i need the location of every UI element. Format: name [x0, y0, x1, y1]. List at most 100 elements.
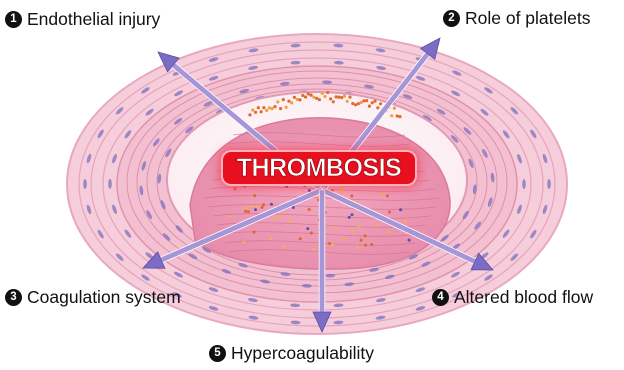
blood-cell [343, 95, 346, 98]
blood-cell [262, 106, 265, 109]
blood-cell [229, 215, 232, 218]
blood-cell [255, 205, 258, 208]
blood-cell [375, 223, 378, 226]
blood-cell [242, 241, 245, 244]
blood-cell [335, 95, 338, 98]
blood-cell [257, 106, 260, 109]
blood-cell [265, 109, 268, 112]
factor-hypercoagulability: 5 Hypercoagulability [209, 345, 374, 363]
blood-cell [299, 237, 302, 240]
blood-cell [272, 217, 275, 220]
blood-cell [268, 106, 271, 109]
blood-cell [262, 203, 265, 206]
blood-cell [362, 99, 365, 102]
blood-cell [273, 105, 276, 108]
blood-cell [260, 110, 263, 113]
blood-cell [386, 194, 389, 197]
factor-label: Endothelial injury [27, 11, 160, 29]
blood-cell [244, 210, 247, 213]
blood-cell [303, 184, 306, 187]
thrombosis-title: THROMBOSIS [223, 152, 415, 184]
arrow-shaft [319, 190, 325, 312]
blood-cell [339, 188, 342, 191]
blood-cell [306, 227, 309, 230]
blood-cell [285, 185, 288, 188]
blood-cell [307, 92, 310, 95]
blood-cell [331, 243, 334, 246]
blood-cell [301, 94, 304, 97]
blood-cell [308, 208, 311, 211]
blood-cell [332, 100, 335, 103]
blood-cell [279, 215, 282, 218]
blood-cell [348, 96, 351, 99]
blood-cell [390, 114, 393, 117]
factor-label: Altered blood flow [454, 289, 593, 307]
blood-cell [360, 239, 363, 242]
blood-cell [304, 95, 307, 98]
blood-cell [356, 246, 359, 249]
cell-nucleus [547, 179, 551, 189]
blood-cell [393, 107, 396, 110]
blood-cell [334, 227, 337, 230]
blood-cell [276, 100, 279, 103]
blood-cell [321, 92, 324, 95]
blood-cell [293, 96, 296, 99]
blood-cell [343, 237, 346, 240]
blood-cell [379, 102, 382, 105]
blood-cell [373, 100, 376, 103]
factor-label: Coagulation system [27, 289, 181, 307]
blood-cell [245, 206, 248, 209]
cell-nucleus [83, 179, 87, 189]
blood-cell [315, 97, 318, 100]
number-badge-1: 1 [5, 11, 22, 28]
blood-cell [376, 106, 379, 109]
blood-cell [337, 96, 340, 99]
factor-endothelial-injury: 1 Endothelial injury [5, 11, 160, 29]
blood-cell [323, 95, 326, 98]
blood-cell [346, 100, 349, 103]
blood-cell [254, 111, 257, 114]
blood-cell [289, 220, 292, 223]
blood-cell [287, 100, 290, 103]
blood-cell [270, 238, 273, 241]
cell-nucleus [108, 179, 112, 189]
blood-cell [351, 230, 354, 233]
blood-cell [253, 231, 256, 234]
blood-cell [312, 96, 315, 99]
blood-cell [251, 205, 254, 208]
blood-cell [365, 99, 368, 102]
blood-cell [296, 98, 299, 101]
factor-coagulation-system: 3 Coagulation system [5, 289, 181, 307]
blood-cell [234, 187, 237, 190]
blood-cell [398, 115, 401, 118]
cell-nucleus [522, 179, 526, 189]
blood-cell [348, 216, 351, 219]
number-badge-4: 4 [432, 289, 449, 306]
blood-cell [404, 220, 407, 223]
blood-cell [271, 107, 274, 110]
blood-cell [247, 210, 250, 213]
blood-cell [328, 242, 331, 245]
blood-cell [282, 245, 285, 248]
blood-cell [253, 194, 256, 197]
blood-cell [396, 114, 399, 117]
blood-cell [388, 211, 391, 214]
blood-cell [387, 230, 390, 233]
blood-cell [298, 98, 301, 101]
blood-cell [358, 225, 361, 228]
number-badge-3: 3 [5, 289, 22, 306]
factor-label: Role of platelets [465, 10, 591, 28]
blood-cell [261, 206, 264, 209]
blood-cell [370, 243, 373, 246]
blood-cell [364, 234, 367, 237]
blood-cell [329, 97, 332, 100]
blood-cell [318, 98, 321, 101]
blood-cell [254, 208, 257, 211]
factor-altered-blood-flow: 4 Altered blood flow [432, 289, 593, 307]
blood-cell [290, 101, 293, 104]
blood-cell [313, 248, 316, 251]
blood-cell [364, 244, 367, 247]
blood-cell [340, 96, 343, 99]
blood-cell [279, 107, 282, 110]
